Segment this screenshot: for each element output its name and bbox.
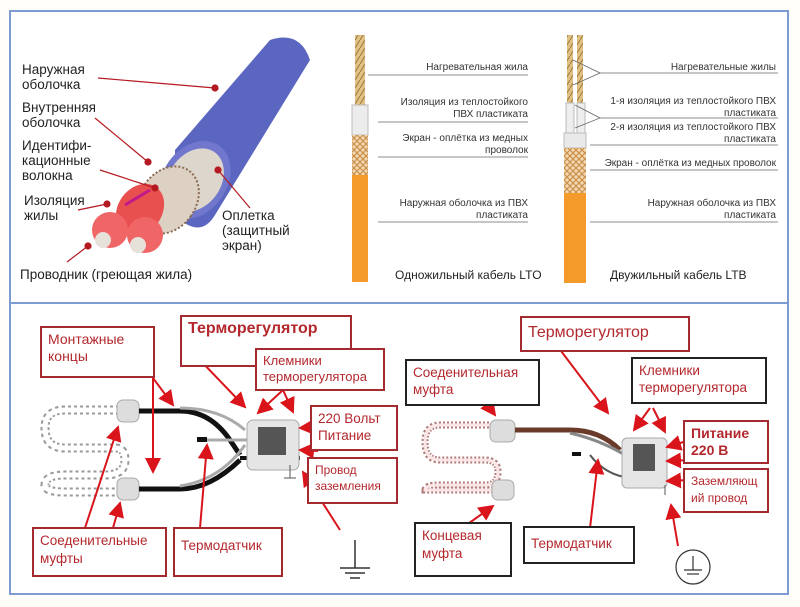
box-end-coupling: Концевая муфта <box>414 522 512 577</box>
box-power-right: Питание 220 В <box>683 420 769 464</box>
lto-label-insulation: Изоляция из теплостойкого ПВХ пластиката <box>400 97 528 120</box>
box-ground-wire: Провод заземления <box>307 457 398 504</box>
ltb-caption: Двужильный кабель LTB <box>610 268 747 282</box>
scheme-left <box>40 357 370 579</box>
ltb-label-heating-cores: Нагревательные жилы <box>670 62 776 73</box>
cable-lto <box>351 35 528 282</box>
box-sensor-right: Термодатчик <box>523 526 635 564</box>
box-ground-wire-right: Заземляющ ий провод <box>683 468 769 513</box>
box-power: 220 Вольт Питание <box>310 405 398 451</box>
heating-cable-loop <box>40 405 130 497</box>
ltb-label-insulation-2: 2-я изоляция из теплостойкого ПВХ пласти… <box>610 122 776 145</box>
ltb-label-screen: Экран - оплётка из медных проволок <box>604 158 776 169</box>
label-outer-sheath: Наружная оболочка <box>22 62 85 92</box>
cable-cross-section <box>66 37 310 263</box>
box-mount-ends: Монтажные концы <box>40 326 155 378</box>
box-sensor: Термодатчик <box>173 527 283 577</box>
label-braid: Оплетка (защитный экран) <box>222 208 290 253</box>
lto-label-heating-core: Нагревательная жила <box>426 62 528 73</box>
ltb-label-outer-sheath: Наружная оболочка из ПВХ пластиката <box>647 198 776 221</box>
box-thermostat-right: Терморегулятор <box>520 316 690 352</box>
label-conductor: Проводник (греющая жила) <box>20 267 193 282</box>
section-divider <box>9 302 789 304</box>
cable-ltb <box>563 35 778 283</box>
lto-caption: Одножильный кабель LTO <box>395 268 542 282</box>
heating-cable-loop-right <box>421 421 502 494</box>
label-inner-sheath: Внутренняя оболочка <box>22 100 96 130</box>
ltb-label-insulation-1: 1-я изоляция из теплостойкого ПВХ пласти… <box>610 96 776 119</box>
lto-label-screen: Экран - оплётка из медных проволок <box>402 133 528 156</box>
coupling-top <box>116 399 140 423</box>
box-terminals-right: Клемники терморегулятора <box>631 357 767 404</box>
coupling-right <box>489 419 516 443</box>
end-coupling-right <box>491 479 515 501</box>
box-coupling-right: Соеденительная муфта <box>405 359 540 406</box>
coupling-bottom <box>116 477 140 501</box>
conductor-shape <box>95 232 111 248</box>
leader-lines <box>66 77 251 263</box>
label-core-insulation: Изоляция жилы <box>24 193 85 223</box>
label-id-fibers: Идентифи-кационные волокна <box>22 138 92 183</box>
lto-label-outer-sheath: Наружная оболочка из ПВХ пластиката <box>399 198 528 221</box>
box-terminals: Клемники терморегулятора <box>255 348 385 391</box>
box-couplings: Соеденительные муфты <box>32 527 167 577</box>
